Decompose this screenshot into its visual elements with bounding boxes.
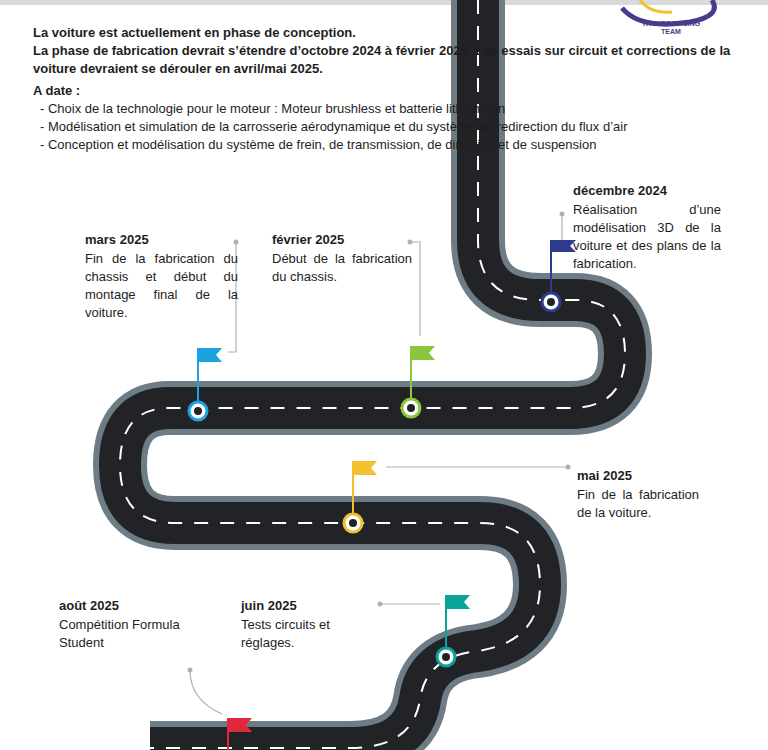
milestone-text: Réalisation d’une modélisation 3D de la … xyxy=(573,201,721,273)
bullet-item: - Choix de la technologie pour le moteur… xyxy=(40,100,760,118)
top-bar xyxy=(0,0,768,5)
milestone-date: juin 2025 xyxy=(241,597,381,615)
flag-february xyxy=(402,346,435,417)
leader-lines xyxy=(190,214,568,714)
flag-december xyxy=(542,240,576,311)
flag-june xyxy=(437,595,470,666)
flag-may xyxy=(344,461,377,532)
milestone-date: mai 2025 xyxy=(577,467,707,485)
milestone-text: Tests circuits et réglages. xyxy=(241,616,353,652)
milestone-text: Fin de la fabrication du chassis et débu… xyxy=(85,250,238,322)
milestone-date: août 2025 xyxy=(59,597,199,615)
milestone-text: Compétition Formula Student xyxy=(59,616,189,652)
flag-march xyxy=(189,348,222,420)
milestone-date: février 2025 xyxy=(272,231,432,249)
milestone-text: Fin de la fabrication de la voiture. xyxy=(577,486,699,522)
milestone-date: décembre 2024 xyxy=(573,182,733,200)
logo-text: TROYES RACING TEAM xyxy=(636,20,706,36)
milestone-text: Début de la fabrication du chassis. xyxy=(272,250,412,286)
bullet-item: - Modélisation et simulation de la carro… xyxy=(40,118,760,136)
flag-august xyxy=(228,718,252,750)
intro-text: La phase de fabrication devrait s’étendr… xyxy=(33,42,733,78)
leader-dots xyxy=(188,212,571,673)
section-heading: A date : xyxy=(33,82,333,100)
milestone-flags xyxy=(189,240,576,750)
milestone-date: mars 2025 xyxy=(85,231,245,249)
intro-text: La voiture est actuellement en phase de … xyxy=(33,24,733,42)
bullet-item: - Conception et modélisation du système … xyxy=(40,136,760,154)
